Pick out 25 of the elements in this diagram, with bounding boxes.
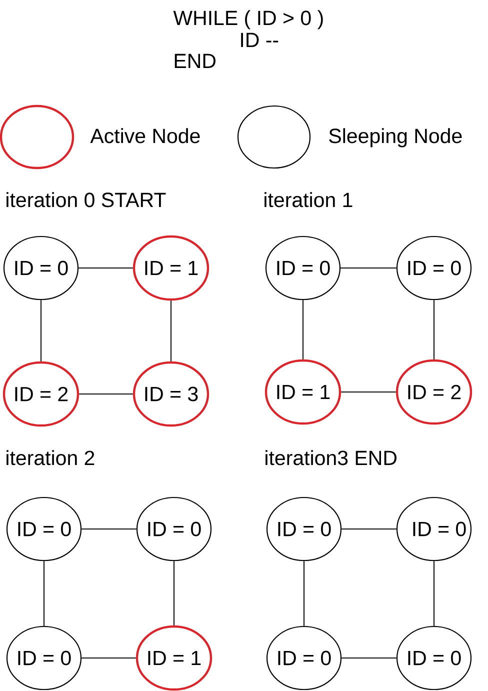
- connector-line: [433, 561, 435, 626]
- connector-line: [341, 391, 396, 393]
- connector-line: [43, 561, 45, 626]
- iteration-heading: iteration3 END: [266, 450, 396, 466]
- iteration-heading: iteration 1: [264, 192, 352, 208]
- connector-line: [342, 528, 396, 530]
- connector-line: [40, 300, 42, 362]
- legend-label: Sleeping Node: [329, 128, 462, 148]
- connector-line: [78, 267, 133, 269]
- connector-line: [82, 657, 136, 659]
- connector-line: [173, 561, 175, 626]
- connector-line: [170, 300, 172, 362]
- iteration-heading: iteration 2: [6, 450, 94, 466]
- connector-line: [302, 300, 304, 360]
- connector-line: [82, 528, 136, 530]
- connector-line: [342, 657, 396, 659]
- code-line: ID --: [241, 32, 278, 47]
- iteration-heading: iteration 0 START: [6, 192, 166, 208]
- connector-line: [79, 393, 133, 395]
- connector-line: [340, 267, 396, 269]
- connector-line: [303, 561, 305, 626]
- code-line: END: [174, 54, 216, 68]
- legend-label: Active Node: [90, 128, 200, 144]
- code-line: WHILE ( ID > 0 ): [173, 10, 323, 30]
- connector-line: [433, 300, 435, 360]
